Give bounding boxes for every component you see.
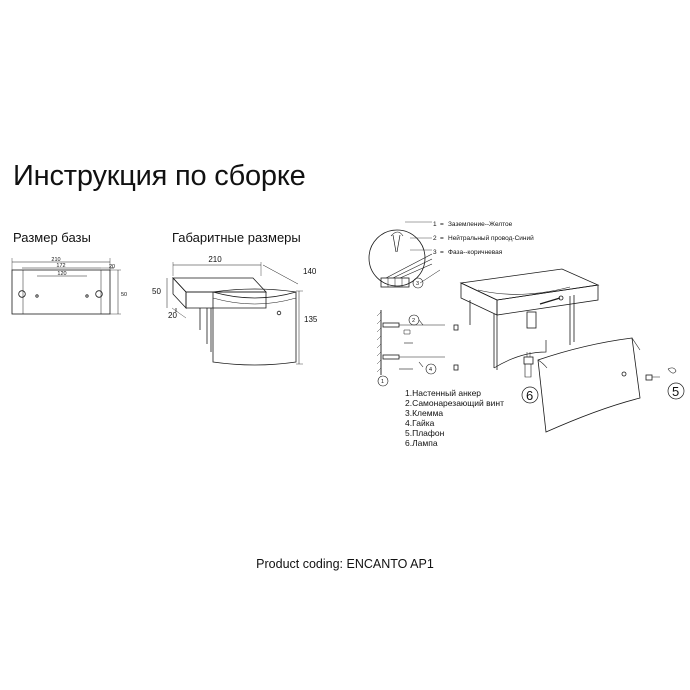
parts-legend-item: 3.Клемма xyxy=(405,408,443,418)
overall-dim-offset: 20 xyxy=(168,311,177,320)
base-dim-overall: 210 xyxy=(51,257,60,263)
page-title: Инструкция по сборке xyxy=(13,160,306,192)
parts-legend-item: 1.Настенный анкер xyxy=(405,388,481,398)
overall-dim-depth: 140 xyxy=(303,267,317,276)
wire-label-phase: Фаза--коричневая xyxy=(448,249,503,256)
parts-legend-item: 5.Плафон xyxy=(405,428,445,438)
wiring-detail-circle xyxy=(368,229,426,287)
parts-legend-item: 2.Самонарезающий винт xyxy=(405,398,504,408)
product-coding: Product coding: ENCANTO AP1 xyxy=(256,557,434,571)
wire-num-3: 3 xyxy=(433,249,437,256)
screw-hole xyxy=(85,294,89,298)
callout-5: 5 xyxy=(672,384,679,399)
glass-shade xyxy=(537,337,677,433)
parts-legend-item: 6.Лампа xyxy=(405,438,438,448)
wire-num-1: 1 xyxy=(433,221,437,228)
lamp-bulb xyxy=(523,352,534,378)
shade-screw-hole xyxy=(621,371,627,377)
base-plate-top xyxy=(172,277,267,293)
callout-circle-5 xyxy=(667,382,685,400)
callout-4: 4 xyxy=(429,367,432,373)
svg-text:=: = xyxy=(440,249,444,256)
mount-hole-right xyxy=(95,290,103,298)
parts-legend-item: 4.Гайка xyxy=(405,418,435,428)
overall-dim-height: 135 xyxy=(304,315,318,324)
wire-label-ground: Заземление--Желтое xyxy=(448,221,513,228)
callout-2: 2 xyxy=(412,318,415,324)
shade-front xyxy=(537,337,641,433)
shade-screw xyxy=(645,374,653,381)
wall-anchors xyxy=(376,310,459,375)
wiring-detail xyxy=(368,221,441,288)
shade-screw xyxy=(276,310,282,316)
svg-text:=: = xyxy=(440,235,444,242)
overall-dim-width: 210 xyxy=(208,255,222,264)
screw-hole xyxy=(35,294,39,298)
base-dim-inner: 120 xyxy=(57,271,66,277)
terminal-clip xyxy=(453,324,459,331)
overall-dimensions-heading: Габаритные размеры xyxy=(172,230,301,245)
wire-num-2: 2 xyxy=(433,235,437,242)
base-dim-offset: 20 xyxy=(109,264,115,270)
callout-6: 6 xyxy=(526,388,533,403)
svg-text:=: = xyxy=(440,221,444,228)
base-plate-drawing xyxy=(11,258,121,315)
lamp-socket xyxy=(526,311,537,329)
callout-circle-6 xyxy=(521,386,539,404)
callout-3: 3 xyxy=(416,281,419,287)
nut xyxy=(453,364,459,371)
callout-1: 1 xyxy=(381,379,384,385)
mount-hole-left xyxy=(18,290,26,298)
shade-body xyxy=(212,288,297,366)
base-size-heading: Размер базы xyxy=(13,230,91,245)
base-plate-front xyxy=(185,291,267,309)
wire-label-neutral: Нейтральный провод-Синий xyxy=(448,234,534,242)
base-dim-height: 50 xyxy=(121,292,127,298)
base-plate-outline xyxy=(11,269,111,315)
lamp-dimension-drawing xyxy=(166,262,303,366)
overall-dim-base-height: 50 xyxy=(152,287,161,296)
base-dim-mid: 172 xyxy=(56,263,65,269)
mounting-bracket xyxy=(459,268,600,370)
